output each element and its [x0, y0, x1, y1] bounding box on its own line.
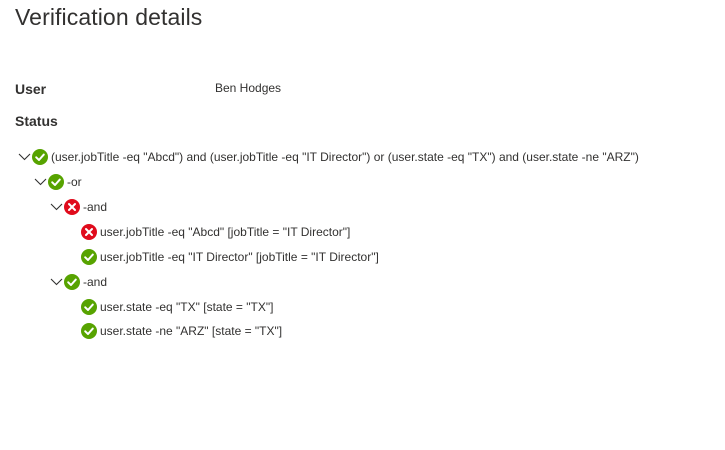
status-label: Status: [15, 113, 58, 129]
page-title: Verification details: [15, 4, 203, 30]
chevron-down-icon[interactable]: [33, 175, 48, 190]
chevron-down-icon[interactable]: [49, 200, 64, 215]
tree-leaf-label: user.jobTitle -eq "Abcd" [jobTitle = "IT…: [100, 225, 351, 239]
user-value: Ben Hodges: [215, 81, 282, 95]
tree-leaf-rule: user.jobTitle -eq "IT Director" [jobTitl…: [81, 246, 379, 268]
tree-node-label: -and: [83, 275, 108, 289]
checkmark-circle-icon: [48, 174, 64, 190]
chevron-down-icon[interactable]: [17, 150, 32, 165]
tree-node-label: (user.jobTitle -eq "Abcd") and (user.job…: [51, 150, 639, 164]
checkmark-circle-icon: [81, 249, 97, 265]
checkmark-circle-icon: [81, 323, 97, 339]
tree-leaf-rule: user.state -eq "TX" [state = "TX"]: [81, 296, 273, 318]
error-circle-icon: [64, 199, 80, 215]
checkmark-circle-icon: [32, 149, 48, 165]
tree-node-and-2[interactable]: -and: [49, 271, 107, 293]
tree-node-label: -and: [83, 200, 108, 214]
checkmark-circle-icon: [81, 299, 97, 315]
tree-leaf-rule: user.state -ne "ARZ" [state = "TX"]: [81, 320, 282, 342]
tree-leaf-rule: user.jobTitle -eq "Abcd" [jobTitle = "IT…: [81, 221, 350, 243]
tree-leaf-label: user.state -ne "ARZ" [state = "TX"]: [100, 324, 283, 338]
tree-node-or[interactable]: -or: [33, 171, 82, 193]
tree-node-root[interactable]: (user.jobTitle -eq "Abcd") and (user.job…: [17, 146, 639, 168]
tree-leaf-label: user.jobTitle -eq "IT Director" [jobTitl…: [100, 250, 379, 264]
error-circle-icon: [81, 224, 97, 240]
checkmark-circle-icon: [64, 274, 80, 290]
chevron-down-icon[interactable]: [49, 275, 64, 290]
tree-node-label: -or: [67, 175, 82, 189]
user-label: User: [15, 81, 47, 97]
tree-node-and-1[interactable]: -and: [49, 196, 107, 218]
tree-leaf-label: user.state -eq "TX" [state = "TX"]: [100, 300, 274, 314]
